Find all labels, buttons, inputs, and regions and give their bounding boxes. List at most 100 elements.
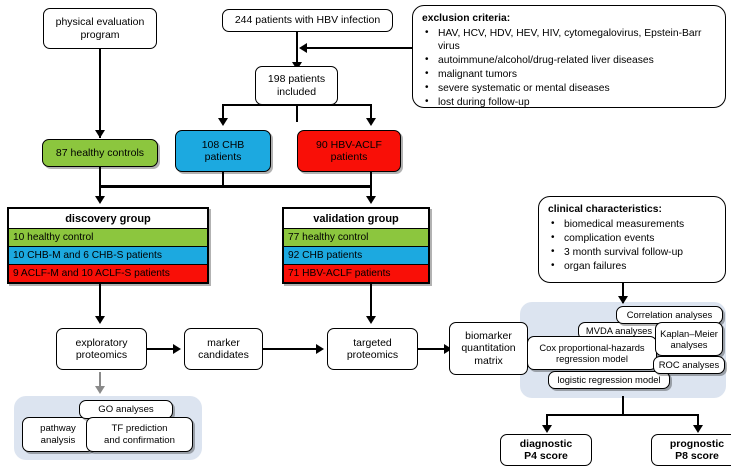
biomarker-matrix-line3: matrix [474, 354, 503, 367]
connector-scores-split-bar [546, 414, 699, 417]
node-chb-patients[interactable]: 108 CHB patients [175, 130, 271, 172]
connector-physeval-to-healthy [99, 49, 102, 138]
group-discovery[interactable]: discovery group 10 healthy control 10 CH… [7, 207, 209, 284]
clinical-characteristics-item: complication events [548, 231, 717, 246]
included-line1: 198 patients [267, 73, 326, 86]
go-analyses-label: GO analyses [98, 403, 154, 415]
physical-evaluation-line1: physical evaluation [55, 16, 145, 29]
node-kaplan-meier-analyses[interactable]: Kaplan–Meier analyses [655, 322, 723, 356]
roc-analyses-label: ROC analyses [658, 359, 720, 371]
connector-chb-down [222, 172, 225, 187]
arrowhead-included-to-chb [217, 118, 228, 126]
diagnostic-score-line1: diagnostic [519, 437, 573, 450]
kaplan-meier-line1: Kaplan–Meier [660, 327, 718, 339]
exclusion-criteria-list: HAV, HCV, HDV, HEV, HIV, cytomegalovirus… [422, 26, 717, 110]
node-prognostic-score[interactable]: prognostic P8 score [651, 434, 731, 466]
node-roc-analyses[interactable]: ROC analyses [653, 356, 725, 374]
physical-evaluation-line2: program [80, 28, 120, 41]
kaplan-meier-line2: analyses [670, 339, 708, 350]
validation-group-header: validation group [313, 212, 399, 225]
biomarker-matrix-line1: biomarker [465, 329, 512, 342]
node-healthy-controls[interactable]: 87 healthy controls [42, 139, 158, 167]
node-tf-prediction[interactable]: TF prediction and confirmation [86, 417, 193, 452]
cox-regression-line1: Cox proportional-hazards [539, 341, 645, 353]
exploratory-proteomics-line1: exploratory [75, 336, 128, 349]
connector-included-split-bar [222, 104, 372, 107]
exclusion-criteria-item: severe systematic or mental diseases [422, 81, 717, 96]
node-biomarker-quantitation-matrix[interactable]: biomarker quantitation matrix [449, 322, 528, 375]
node-marker-candidates[interactable]: marker candidates [184, 328, 263, 370]
panel-exclusion-criteria[interactable]: exclusion criteria: HAV, HCV, HDV, HEV, … [412, 5, 726, 108]
correlation-analyses-label: Correlation analyses [626, 309, 713, 321]
validation-row-healthy: 77 healthy control [284, 228, 428, 246]
connector-exclusion-horizontal [306, 47, 414, 50]
node-exploratory-proteomics[interactable]: exploratory proteomics [56, 328, 147, 370]
validation-row-aclf: 71 HBV-ACLF patients [284, 264, 428, 282]
discovery-row-healthy: 10 healthy control [9, 228, 207, 246]
included-line2: included [276, 85, 317, 98]
arrowhead-included-to-aclf [365, 118, 376, 126]
node-logistic-regression-model[interactable]: logistic regression model [548, 371, 670, 389]
arrowhead-to-prognostic [692, 425, 703, 433]
healthy-controls-label: 87 healthy controls [55, 146, 145, 159]
node-patients-included[interactable]: 198 patients included [255, 66, 338, 105]
node-targeted-proteomics[interactable]: targeted proteomics [327, 328, 418, 370]
arrowhead-to-validation [365, 196, 376, 204]
exclusion-criteria-title: exclusion criteria: [422, 13, 511, 24]
clinical-characteristics-title: clinical characteristics: [548, 204, 662, 215]
connector-cohort-to-included [296, 32, 299, 70]
validation-row-chb: 92 CHB patients [284, 246, 428, 264]
group-validation[interactable]: validation group 77 healthy control 92 C… [282, 207, 430, 284]
discovery-row-aclf: 9 ACLF-M and 10 ACLF-S patients [9, 264, 207, 282]
connector-bus-to-discovery [99, 185, 102, 199]
pathway-analysis-line2: analysis [40, 434, 76, 446]
discovery-group-header: discovery group [65, 212, 151, 225]
node-diagnostic-score[interactable]: diagnostic P4 score [500, 434, 592, 466]
connector-clinical-to-statistics [622, 283, 625, 303]
arrowhead-discovery-to-exploratory [94, 316, 105, 324]
connector-discovery-to-exploratory [99, 284, 102, 322]
logistic-regression-label: logistic regression model [557, 374, 661, 386]
biomarker-matrix-line2: quantitation [461, 342, 516, 355]
arrowhead-validation-to-targeted [365, 316, 376, 324]
connector-bus-to-validation [370, 185, 373, 199]
arrowhead-to-diagnostic [541, 425, 552, 433]
connector-included-to-chb [222, 104, 225, 122]
exploratory-proteomics-line2: proteomics [75, 349, 128, 361]
node-hbv-cohort[interactable]: 244 patients with HBV infection [222, 9, 393, 32]
clinical-characteristics-item: 3 month survival follow-up [548, 245, 717, 260]
connector-included-to-aclf [370, 104, 373, 122]
node-physical-evaluation-program[interactable]: physical evaluation program [43, 8, 157, 49]
prognostic-score-line1: prognostic [669, 437, 725, 450]
connector-targeted-to-biomarker [418, 348, 449, 351]
connector-groups-bus [99, 185, 371, 188]
connector-to-diagnostic [546, 414, 549, 429]
connector-validation-to-targeted [370, 284, 373, 322]
exclusion-criteria-item: malignant tumors [422, 67, 717, 82]
node-cox-regression-model[interactable]: Cox proportional-hazards regression mode… [527, 336, 657, 370]
connector-marker-to-targeted [263, 348, 321, 351]
marker-candidates-line2: candidates [198, 349, 249, 361]
connector-exploratory-to-bioinformatics [99, 372, 102, 390]
chb-patients-line1: 108 CHB [201, 138, 245, 151]
clinical-characteristics-item: organ failures [548, 259, 717, 274]
connector-included-down [296, 105, 299, 122]
arrowhead-targeted-to-biomarker [444, 343, 452, 354]
node-pathway-analysis[interactable]: pathway analysis [22, 417, 94, 452]
exclusion-criteria-item: HAV, HCV, HDV, HEV, HIV, cytomegalovirus… [422, 26, 717, 54]
arrowhead-exploratory-to-marker [173, 343, 181, 354]
panel-clinical-characteristics[interactable]: clinical characteristics: biomedical mea… [538, 196, 726, 283]
exclusion-criteria-item: autoimmune/alcohol/drug-related liver di… [422, 53, 717, 68]
arrowhead-physeval-to-healthy [94, 130, 105, 138]
pathway-analysis-line1: pathway [40, 423, 76, 435]
discovery-row-chb: 10 CHB-M and 6 CHB-S patients [9, 246, 207, 264]
connector-statistics-down [622, 396, 625, 416]
arrowhead-to-discovery [94, 196, 105, 204]
node-aclf-patients[interactable]: 90 HBV-ACLF patients [297, 130, 401, 172]
prognostic-score-line2: P8 score [675, 450, 719, 462]
cox-regression-line2: regression model [556, 353, 628, 364]
diagnostic-score-line2: P4 score [524, 450, 568, 462]
arrowhead-exploratory-to-bioinformatics [94, 386, 105, 394]
hbv-cohort-label: 244 patients with HBV infection [234, 14, 381, 27]
